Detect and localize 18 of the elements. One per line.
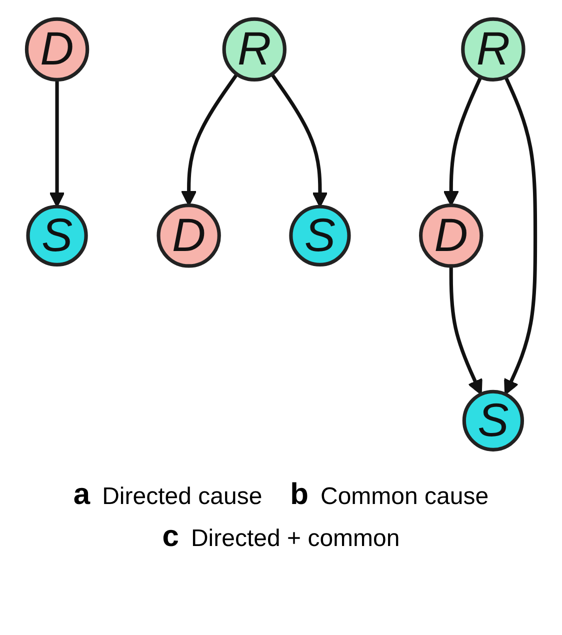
node-circle: D: [156, 204, 221, 268]
node-circle: S: [26, 204, 88, 266]
panel-caption: Directed cause: [102, 483, 262, 511]
panel-caption: Common cause: [320, 483, 489, 511]
node-circle: D: [419, 204, 484, 268]
node-circle: S: [462, 390, 524, 452]
node-circle: S: [289, 204, 351, 266]
node-circle: R: [461, 17, 526, 82]
arrow: [449, 266, 482, 395]
arrow: [49, 80, 65, 208]
panel-caption: Directed + common: [190, 525, 400, 553]
panel-letter: c: [162, 520, 179, 554]
node-circle: D: [24, 17, 90, 82]
node-circle: R: [222, 17, 286, 82]
panel-letter: a: [73, 478, 90, 512]
arrow: [504, 76, 538, 395]
panel-letter: b: [290, 478, 308, 512]
arrow: [270, 73, 328, 208]
